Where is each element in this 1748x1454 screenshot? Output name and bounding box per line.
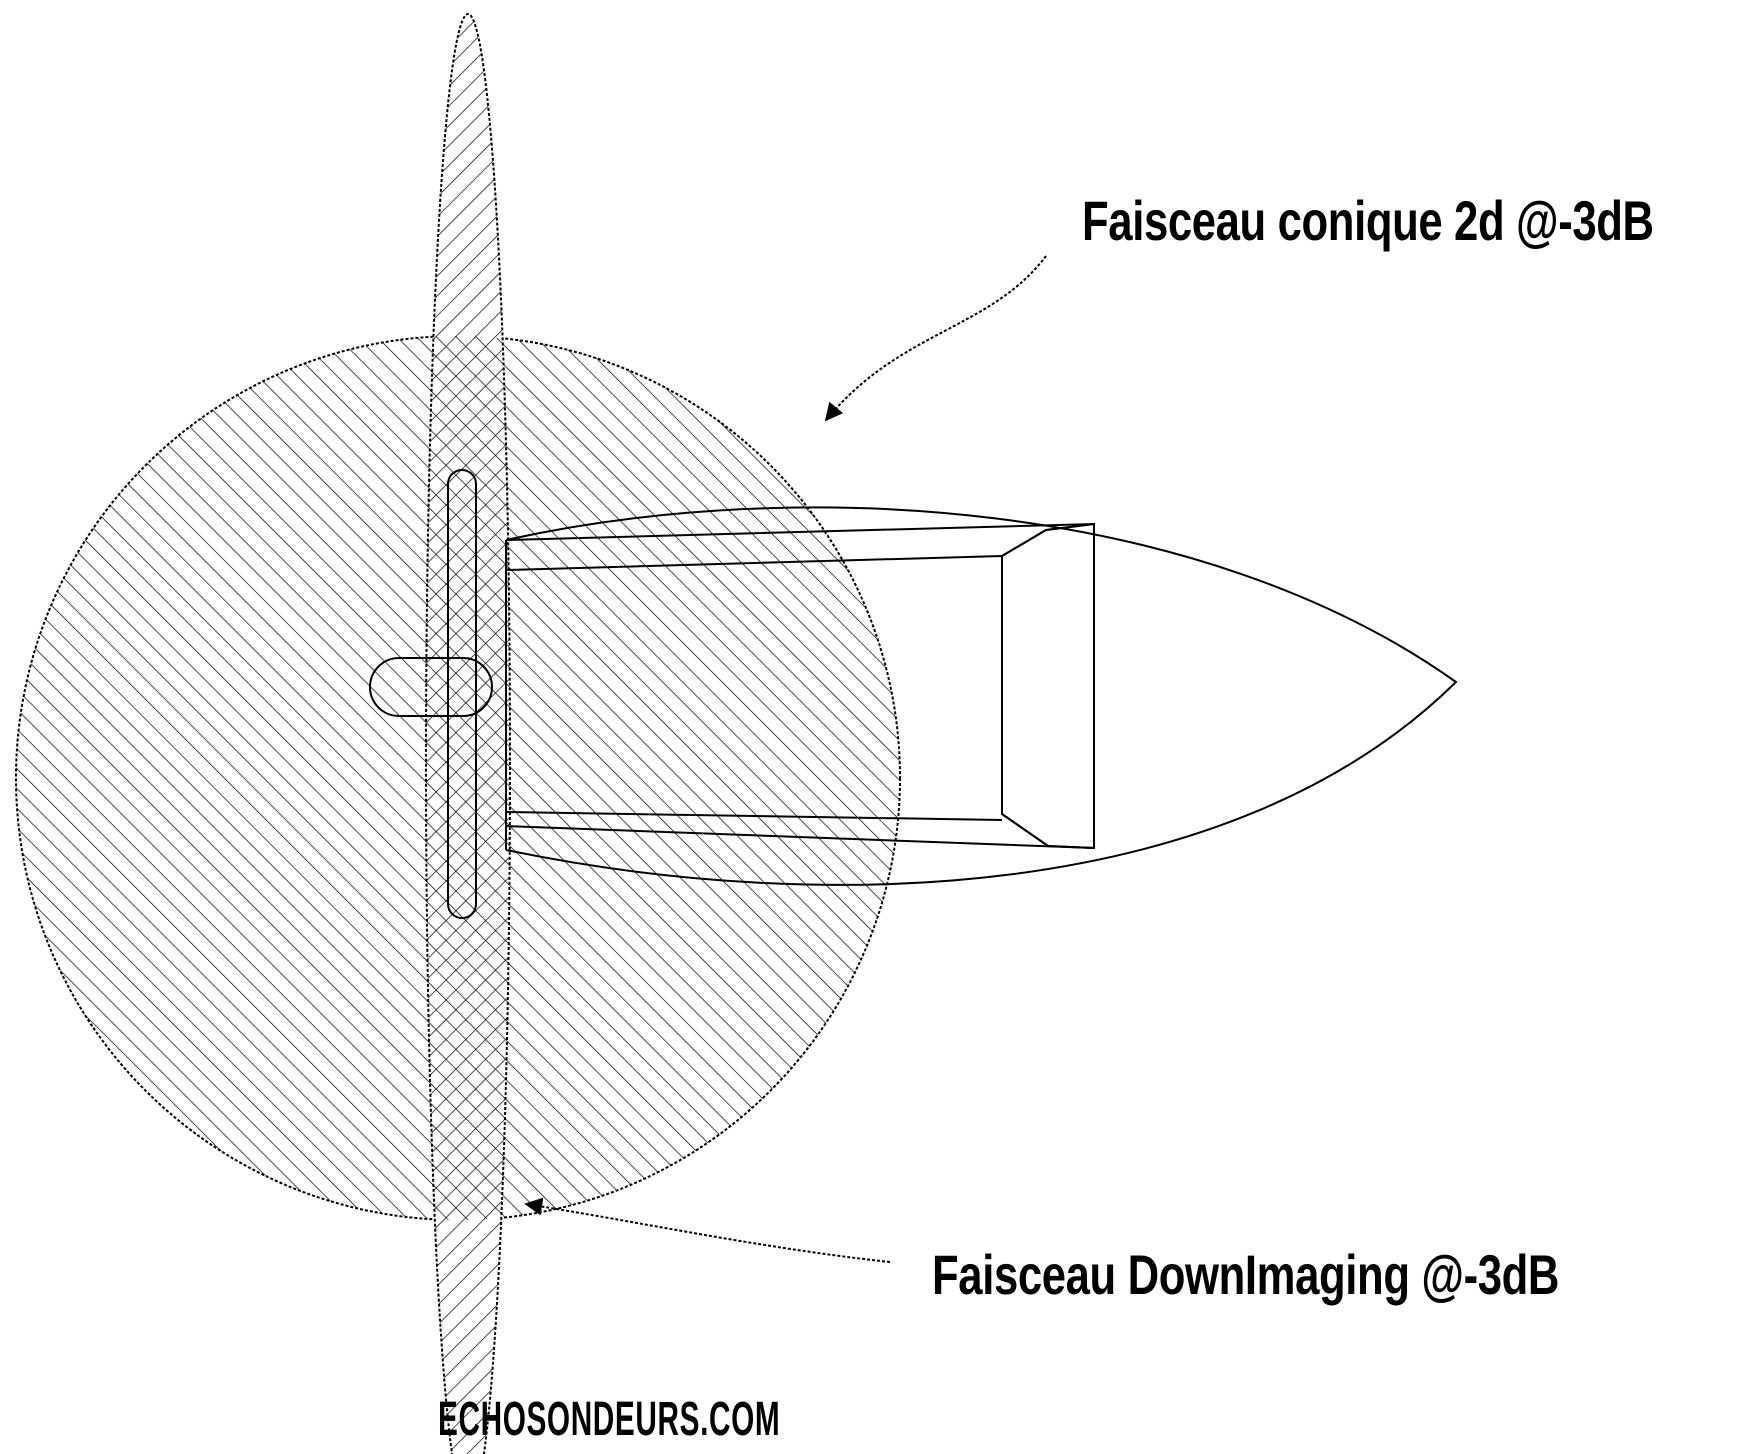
transducer bbox=[369, 469, 493, 919]
downimaging-beam-label: Faisceau DownImaging @-3dB bbox=[932, 1243, 1560, 1306]
boat-console-top-facet bbox=[1001, 523, 1095, 557]
downimaging-beam-footprint bbox=[425, 13, 511, 1454]
boat-hull bbox=[505, 506, 1458, 886]
boat-console bbox=[1001, 522, 1095, 850]
downimaging-beam-arrow bbox=[524, 1197, 891, 1263]
leader-arrows bbox=[524, 255, 1047, 1263]
boat-gunwale-inner-bottom bbox=[505, 811, 1003, 821]
boat-outline bbox=[475, 506, 1458, 886]
watermark: ECHOSONDEURS.COM bbox=[438, 1393, 781, 1446]
conical-beam-arrow bbox=[824, 255, 1047, 422]
transducer-vertical-element bbox=[447, 469, 477, 919]
conical-beam-label: Faisceau conique 2d @-3dB bbox=[1082, 189, 1654, 252]
boat-gunwale-inner-top bbox=[505, 555, 1003, 571]
boat-console-bottom-facet bbox=[1001, 813, 1095, 849]
transducer-horizontal-element bbox=[369, 657, 493, 717]
